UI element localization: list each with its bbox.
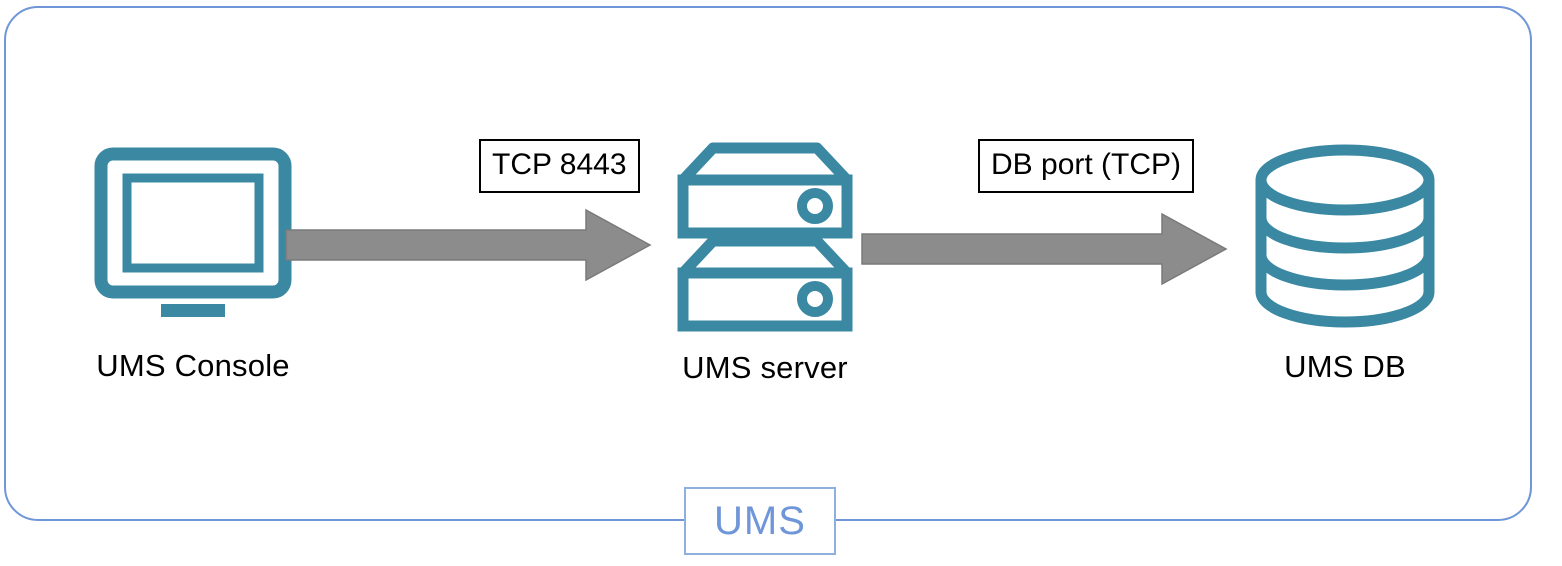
port-label-db-port: DB port (TCP) [978, 139, 1195, 193]
node-ums-db[interactable]: UMS DB [1200, 142, 1490, 397]
node-label-wrap: UMS server [682, 338, 848, 398]
node-label-ums-db: UMS DB [1284, 349, 1406, 384]
monitor-icon [93, 146, 293, 336]
node-ums-console[interactable]: UMS Console [48, 146, 338, 396]
connector-console-to-server [284, 206, 654, 289]
ums-badge-label: UMS [714, 499, 806, 543]
node-label-ums-console: UMS Console [96, 348, 290, 383]
port-label-tcp-8443: TCP 8443 [479, 139, 640, 193]
node-label-wrap: UMS Console [96, 336, 289, 396]
connector-server-to-db [860, 210, 1230, 293]
server-stack-icon [665, 138, 865, 338]
node-ums-server[interactable]: UMS server [620, 138, 910, 398]
ums-badge: UMS [684, 487, 836, 555]
database-cylinder-icon [1245, 142, 1445, 337]
node-label-ums-server: UMS server [682, 350, 848, 385]
node-label-wrap: UMS DB [1284, 337, 1406, 397]
